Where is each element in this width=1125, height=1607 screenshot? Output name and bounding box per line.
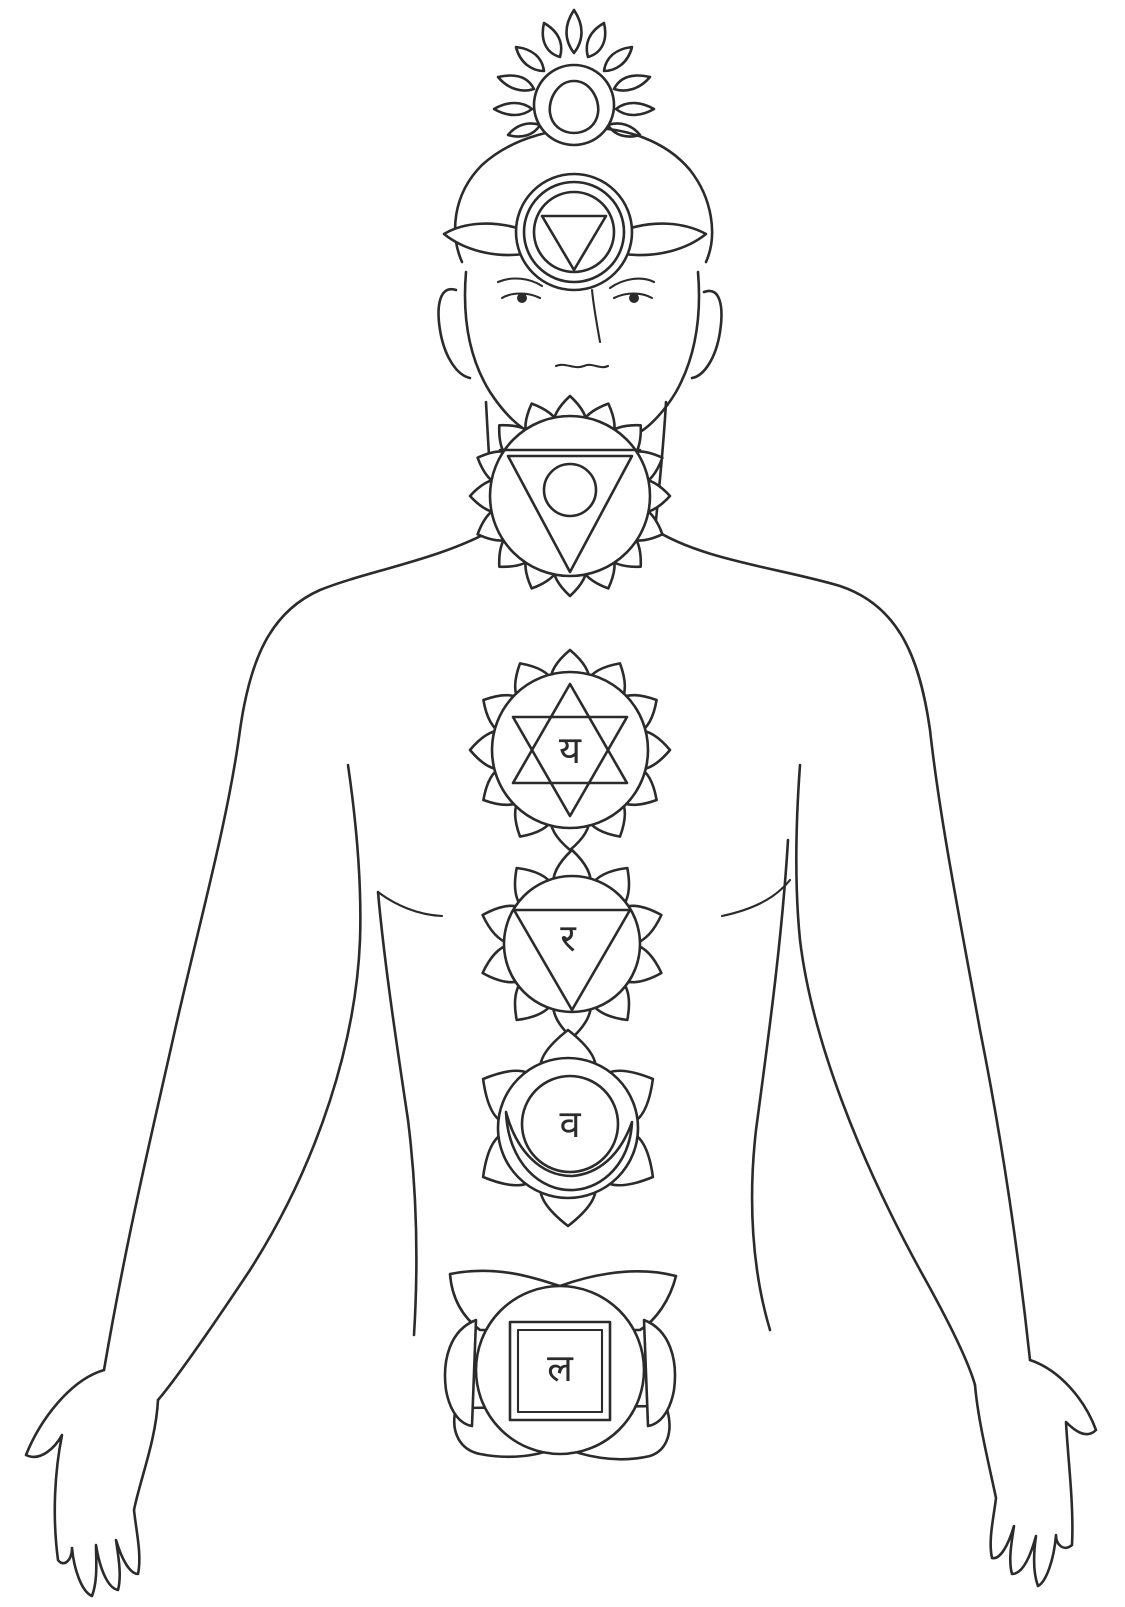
left-pupil [517, 293, 527, 303]
nose-line [592, 290, 600, 342]
right-eyebrow [610, 279, 654, 288]
root-chakra: ल [445, 1271, 676, 1459]
root-petal-left [445, 1320, 476, 1426]
right-shoulder-arm [652, 528, 1030, 1360]
root-petal-right [644, 1320, 675, 1426]
third-eye-chakra [444, 174, 706, 290]
heart-glyph: य [559, 728, 582, 772]
right-pupil [629, 293, 639, 303]
heart-chakra: य [470, 650, 670, 850]
left-pectoral-line [378, 892, 442, 916]
left-inner-arm [158, 765, 360, 1400]
face [498, 279, 654, 368]
left-torso-side [378, 892, 416, 1335]
third-eye-left-petal [444, 224, 524, 255]
right-pectoral-line [722, 880, 790, 916]
sacral-chakra: व [483, 1030, 653, 1226]
right-torso-side [752, 840, 788, 1330]
right-hand [975, 1360, 1096, 1586]
left-shoulder-arm [104, 528, 496, 1370]
left-hand [26, 1370, 158, 1596]
crown-chakra [494, 10, 654, 145]
throat-ring [490, 416, 650, 576]
mouth [556, 365, 608, 367]
third-eye-right-petal [624, 224, 706, 255]
throat-chakra [470, 396, 670, 596]
sacral-glyph: व [559, 1102, 581, 1146]
left-eyebrow [498, 279, 542, 286]
root-glyph: ल [547, 1346, 574, 1390]
solar-plexus-chakra: र [483, 850, 662, 1038]
solar-glyph: र [560, 916, 577, 960]
